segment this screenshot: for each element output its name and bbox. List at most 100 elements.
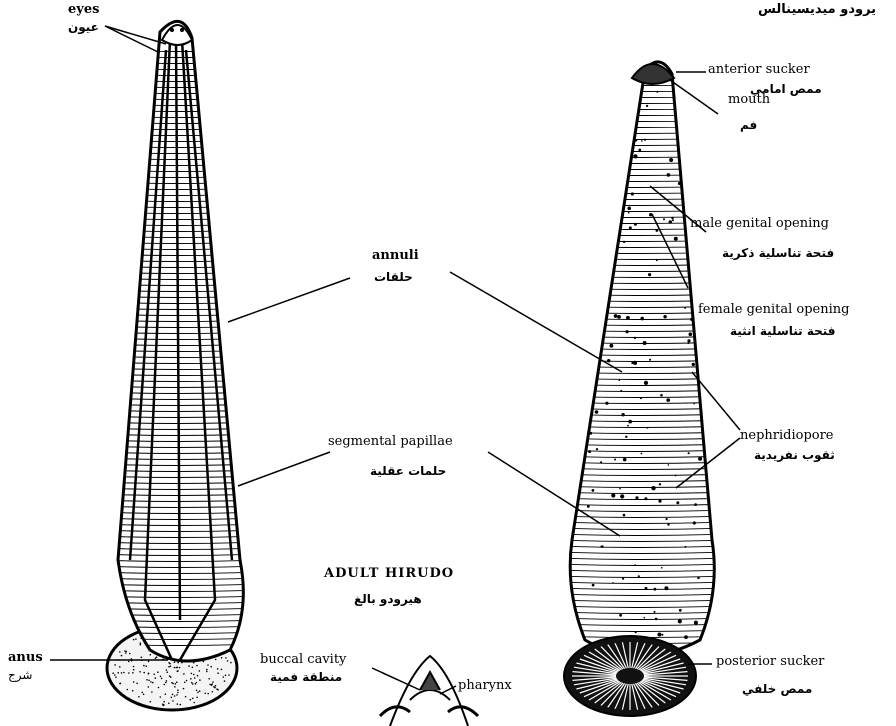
stipple-dot (192, 683, 194, 685)
label-eyes: eyes (68, 2, 99, 17)
stipple-dot (217, 672, 219, 674)
stipple-dot (225, 675, 227, 677)
papilla-dot (587, 135, 589, 137)
header-fragment: يرودو ميديسينالس (758, 2, 876, 17)
stipple-dot (177, 670, 179, 672)
stipple-dot (195, 683, 197, 685)
eye-dot (180, 28, 184, 32)
papilla-dot (611, 120, 614, 123)
stipple-dot (197, 692, 199, 694)
papilla-dot (619, 488, 621, 490)
stipple-dot (183, 673, 185, 675)
papilla-dot (597, 168, 600, 171)
stipple-dot (191, 673, 193, 675)
papilla-dot (623, 514, 626, 517)
stipple-dot (161, 678, 163, 680)
stipple-dot (153, 674, 155, 676)
stipple-dot (221, 669, 223, 671)
mouth-leader (670, 80, 718, 114)
papilla-dot (592, 489, 595, 492)
papilla-dot (631, 192, 634, 195)
papilla-dot (623, 138, 625, 140)
papilla-dot (628, 420, 632, 424)
stipple-dot (217, 689, 219, 691)
stipple-dot (207, 693, 209, 695)
stipple-dot (133, 639, 135, 641)
stipple-dot (215, 685, 217, 687)
papilla-dot (601, 302, 604, 305)
stipple-dot (115, 676, 117, 678)
papilla-dot (608, 224, 612, 228)
stipple-dot (224, 680, 226, 682)
papilla-dot (625, 436, 627, 438)
stipple-dot (136, 683, 138, 685)
stipple-dot (230, 662, 232, 664)
label-pharynx: pharynx (458, 678, 512, 693)
stipple-dot (127, 689, 129, 691)
stipple-dot (175, 683, 177, 685)
papilla-dot (602, 99, 604, 101)
stipple-dot (140, 644, 142, 646)
papilla-dot (641, 140, 643, 142)
papilla-dot (634, 337, 636, 339)
stipple-dot (140, 642, 142, 644)
stipple-dot (114, 674, 116, 676)
stipple-dot (199, 679, 201, 681)
papilla-dot (620, 494, 624, 498)
papilla-dot (678, 182, 681, 185)
label-mouth: mouth (728, 92, 770, 107)
papilla-dot (589, 330, 593, 334)
label-male-genital-opening: male genital opening (690, 216, 829, 231)
papillae-leader-left (238, 452, 330, 486)
stipple-dot (179, 667, 181, 669)
papilla-dot (676, 501, 679, 504)
stipple-dot (215, 659, 217, 661)
stipple-dot (155, 677, 157, 679)
stipple-dot (209, 684, 211, 686)
papilla-dot (661, 634, 663, 636)
stipple-dot (121, 672, 123, 674)
papilla-dot (623, 241, 625, 243)
papilla-dot (619, 379, 621, 381)
papilla-dot (675, 475, 677, 477)
papilla-dot (585, 361, 587, 363)
stipple-dot (168, 662, 170, 664)
papilla-dot (671, 217, 673, 219)
papilla-dot (616, 215, 619, 218)
papilla-dot (634, 362, 637, 365)
papilla-dot (617, 315, 621, 319)
papilla-dot (635, 496, 638, 499)
papilla-dot (605, 136, 607, 138)
stipple-dot (139, 671, 141, 673)
papilla-dot (684, 546, 686, 548)
papilla-dot (605, 402, 608, 405)
stipple-dot (212, 691, 214, 693)
stipple-dot (194, 677, 196, 679)
stipple-dot (183, 688, 185, 690)
papilla-dot (634, 223, 637, 226)
papilla-dot (687, 339, 690, 342)
stipple-dot (163, 701, 165, 703)
papilla-dot (634, 564, 636, 566)
right-body-outline (570, 62, 714, 656)
stipple-dot (150, 681, 152, 683)
stipple-dot (177, 662, 179, 664)
papilla-dot (651, 486, 655, 490)
papilla-dot (690, 318, 693, 321)
stipple-dot (214, 687, 216, 689)
papilla-dot (595, 410, 599, 414)
papilla-dot (627, 207, 631, 211)
stipple-dot (112, 672, 114, 674)
papilla-dot (659, 483, 661, 485)
papilla-dot (644, 497, 647, 500)
stipple-dot (128, 661, 130, 663)
papilla-dot (643, 341, 647, 345)
stipple-dot (208, 678, 210, 680)
papilla-dot (684, 307, 686, 309)
papilla-dot (667, 523, 669, 525)
papilla-dot (656, 229, 659, 232)
stipple-dot (124, 650, 126, 652)
stipple-dot (176, 681, 178, 683)
papilla-dot (620, 151, 622, 153)
